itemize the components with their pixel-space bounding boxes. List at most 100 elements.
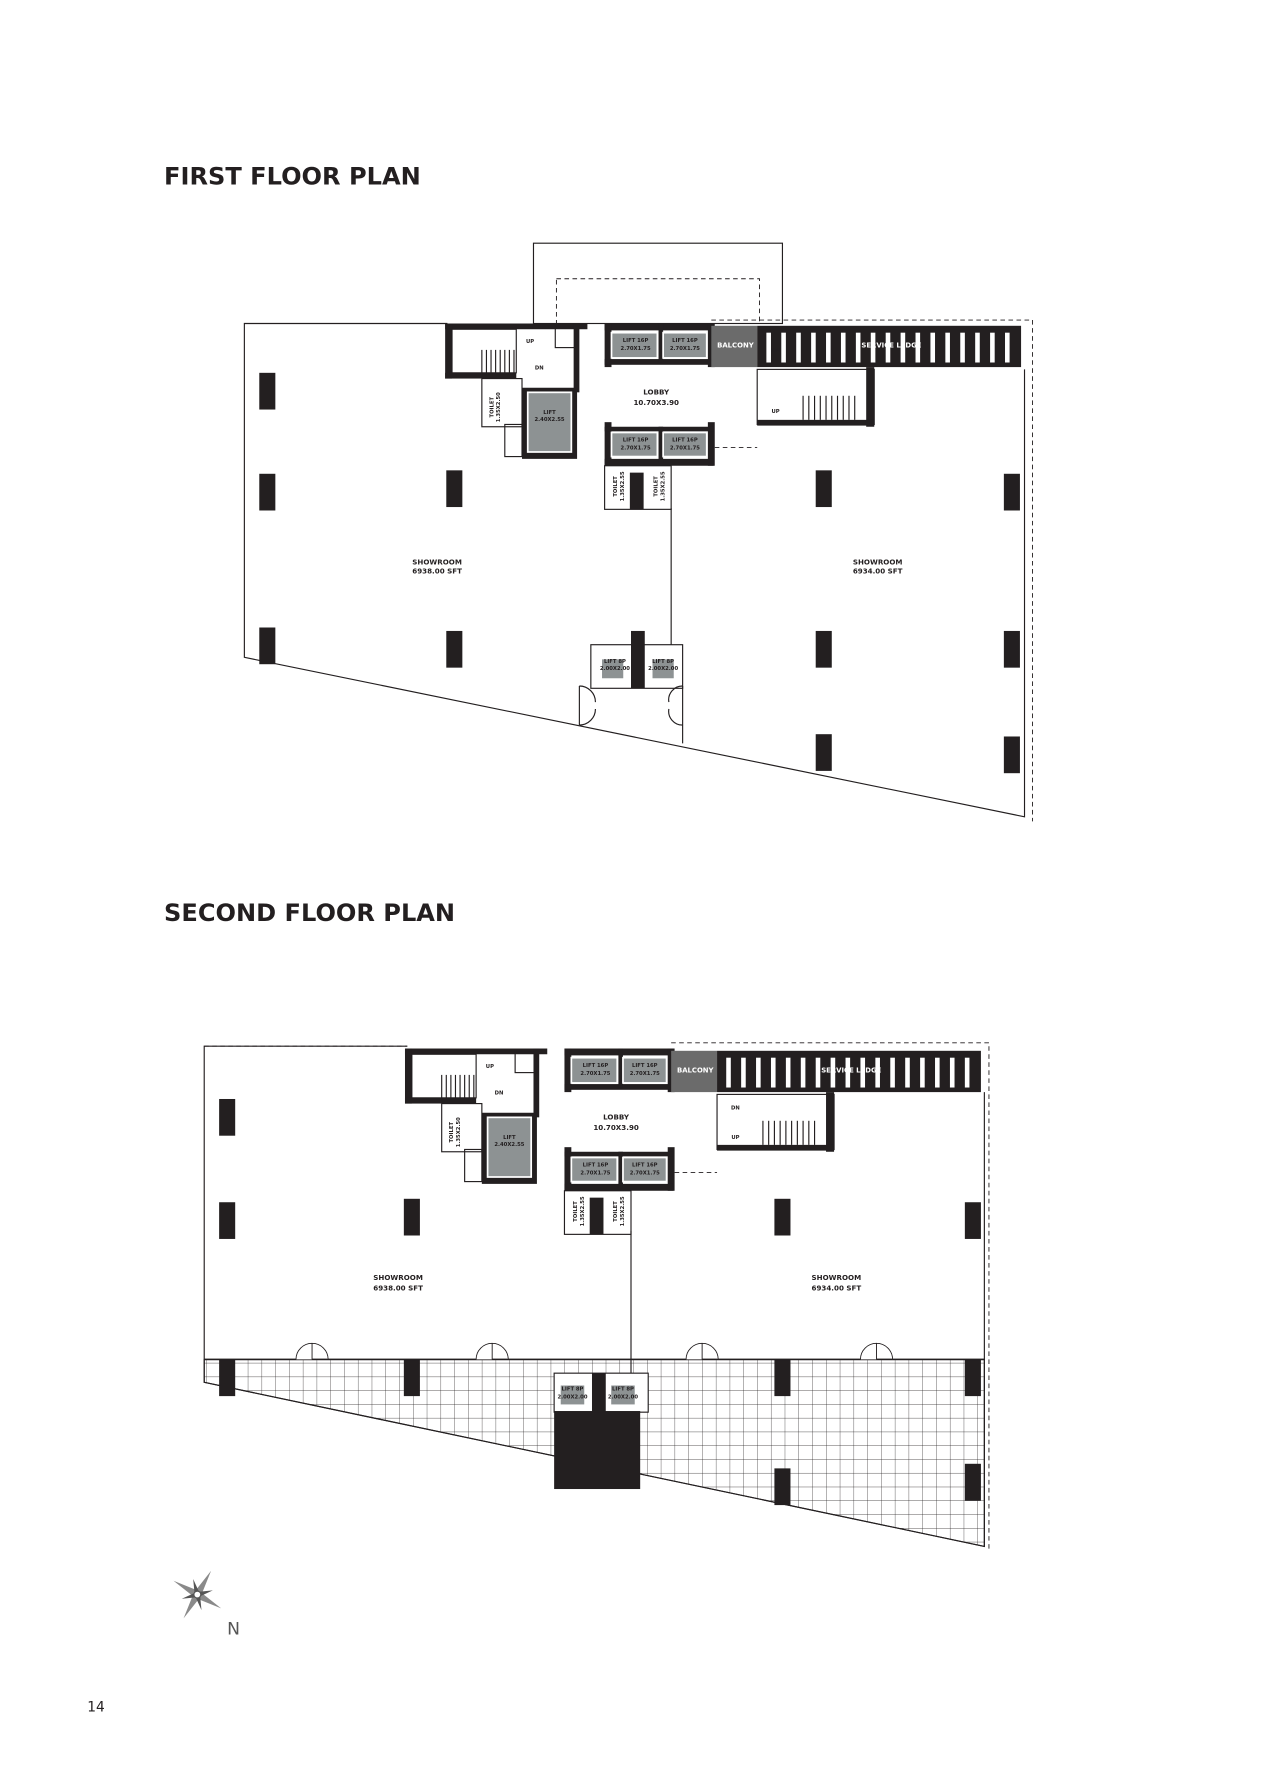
svg-text:DN: DN: [495, 1090, 504, 1096]
ledge-slat: [726, 1057, 731, 1088]
lift-16p: [570, 1056, 619, 1084]
column: [1003, 736, 1020, 774]
shaft-block: [554, 1411, 641, 1490]
toilet: [481, 377, 523, 428]
shaft: [514, 1051, 537, 1074]
door: [859, 1342, 894, 1360]
svg-text:BALCONY: BALCONY: [717, 342, 755, 350]
wall: [717, 1144, 835, 1151]
projection-dashed: [555, 278, 760, 324]
showroom-left-area: 6938.00 SFT: [412, 567, 462, 576]
svg-text:2.70X1.75: 2.70X1.75: [670, 446, 700, 452]
lift-16p: [610, 431, 659, 458]
duct: [464, 1148, 483, 1183]
wall: [404, 1048, 548, 1055]
ledge-slat: [930, 332, 936, 363]
first-floor-plan: LIFT 8P 2.00X2.00 LIFT 8P 2.00X2.00 SHOW…: [243, 242, 1034, 822]
column: [815, 470, 832, 508]
lift-16p: [610, 331, 659, 359]
wall: [404, 1097, 477, 1104]
ledge-slat: [826, 332, 831, 363]
svg-text:1.35X2.55: 1.35X2.55: [660, 471, 666, 501]
ledge-slat: [766, 332, 771, 363]
column: [1003, 473, 1020, 511]
lift-8p: [650, 657, 676, 680]
ledge-slat: [800, 1057, 806, 1088]
lift-8p: [600, 657, 625, 680]
showroom-right-name: SHOWROOM: [853, 557, 903, 566]
staircase: [411, 1053, 477, 1099]
column: [446, 630, 463, 668]
column: [774, 1198, 791, 1236]
ledge-slat: [900, 332, 906, 363]
column: [774, 1468, 791, 1506]
svg-text:1.35X2.50: 1.35X2.50: [456, 1117, 462, 1147]
lobby-name: LOBBY: [603, 1113, 630, 1122]
wall: [658, 323, 664, 363]
ledge-slat: [935, 1057, 940, 1088]
svg-text:UP: UP: [486, 1064, 494, 1070]
lift-16p: [662, 431, 708, 458]
wall: [658, 426, 664, 464]
door: [475, 1342, 509, 1360]
svg-text:LIFT 16P: LIFT 16P: [623, 338, 649, 344]
svg-text:BALCONY: BALCONY: [677, 1067, 715, 1075]
column: [219, 1098, 236, 1136]
svg-text:2.70X1.75: 2.70X1.75: [630, 1071, 660, 1077]
ledge-slat: [920, 1057, 925, 1088]
svg-text:TOILET: TOILET: [653, 476, 659, 497]
shaft-wall: [589, 1197, 604, 1235]
ledge-slat: [949, 1057, 955, 1088]
ledge-slat: [796, 332, 801, 363]
column: [259, 627, 276, 665]
shaft-wall: [629, 472, 644, 510]
svg-text:UP: UP: [731, 1135, 739, 1141]
column: [964, 1202, 981, 1239]
lift-size: 2.00X2.00: [557, 1394, 587, 1400]
entrance-doors: [579, 685, 683, 726]
floor-outline: [243, 322, 1026, 818]
ledge-outline: [671, 1042, 990, 1549]
terrace-doors: [204, 1342, 985, 1361]
toilet: [441, 1103, 483, 1153]
page-number: 14: [87, 1700, 105, 1716]
lobby-size: 10.70X3.90: [633, 398, 679, 407]
svg-text:DN: DN: [731, 1105, 740, 1111]
wall: [573, 323, 580, 393]
lift-8p: [609, 1383, 637, 1407]
svg-text:LIFT 16P: LIFT 16P: [583, 1163, 609, 1169]
lift-16p: [570, 1156, 619, 1183]
svg-text:TOILET: TOILET: [613, 1201, 619, 1222]
compass-rose-icon: [173, 1570, 222, 1619]
wall: [564, 1048, 572, 1093]
svg-text:TOILET: TOILET: [489, 397, 495, 418]
duct: [504, 423, 523, 458]
svg-text:2.70X1.75: 2.70X1.75: [670, 346, 700, 352]
svg-text:SERVICE LEDGE: SERVICE LEDGE: [861, 342, 921, 350]
lift-label: LIFT 8P: [612, 1386, 634, 1392]
lift-label: LIFT 8P: [652, 659, 674, 665]
lift-size: 2.00X2.00: [600, 666, 630, 672]
ledge-slat: [741, 1057, 746, 1088]
lift-size: 2.00X2.00: [648, 666, 678, 672]
lift-size: 2.00X2.00: [608, 1394, 638, 1400]
wall: [533, 1048, 540, 1118]
svg-text:SERVICE LEDGE: SERVICE LEDGE: [821, 1067, 881, 1075]
lift-16p: [662, 331, 708, 359]
column: [446, 470, 463, 508]
wall: [707, 422, 715, 466]
wall: [445, 323, 453, 379]
svg-text:LIFT 16P: LIFT 16P: [632, 1163, 658, 1169]
lobby-name: LOBBY: [643, 388, 670, 397]
wall: [604, 422, 612, 466]
svg-text:2.70X1.75: 2.70X1.75: [630, 1171, 660, 1177]
column: [219, 1202, 236, 1239]
svg-text:LIFT 16P: LIFT 16P: [632, 1063, 658, 1069]
svg-text:UP: UP: [771, 409, 779, 415]
ledge-slat: [756, 1057, 761, 1088]
svg-text:LIFT 16P: LIFT 16P: [623, 438, 649, 444]
ledge-slat: [1005, 332, 1010, 363]
svg-text:2.70X1.75: 2.70X1.75: [580, 1071, 610, 1077]
ledge-slat: [845, 1057, 851, 1088]
